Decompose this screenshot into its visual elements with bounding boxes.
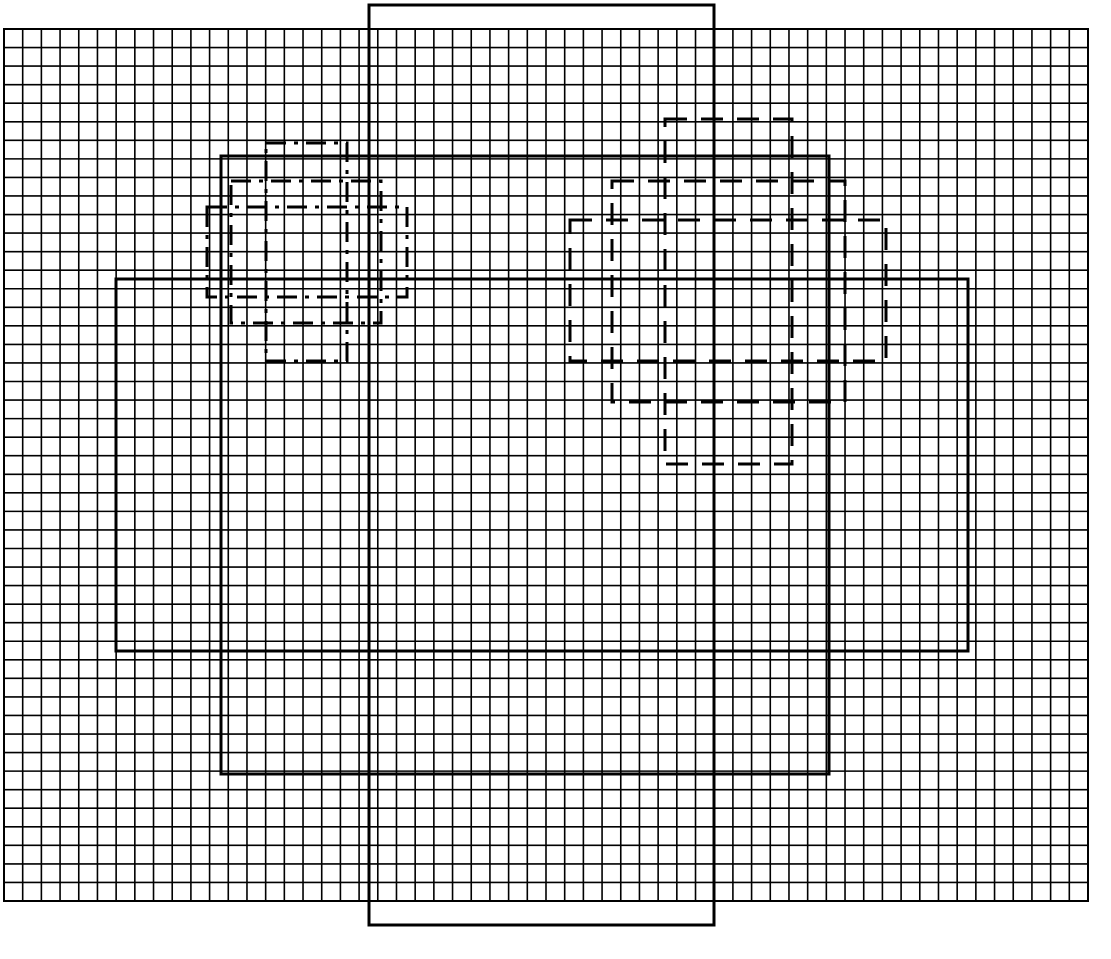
dashdot-rect-d: [229, 179, 383, 325]
dashdot-rect-c: [205, 205, 409, 299]
dashed-rect-a: [663, 117, 794, 466]
wide-solid-rect: [114, 277, 970, 653]
shape-layer: [114, 3, 970, 927]
dashdot-rect-a: [264, 141, 349, 363]
dashed-rect-c: [568, 218, 888, 363]
large-solid-rect: [219, 154, 831, 776]
dashed-rect-b: [610, 179, 847, 404]
